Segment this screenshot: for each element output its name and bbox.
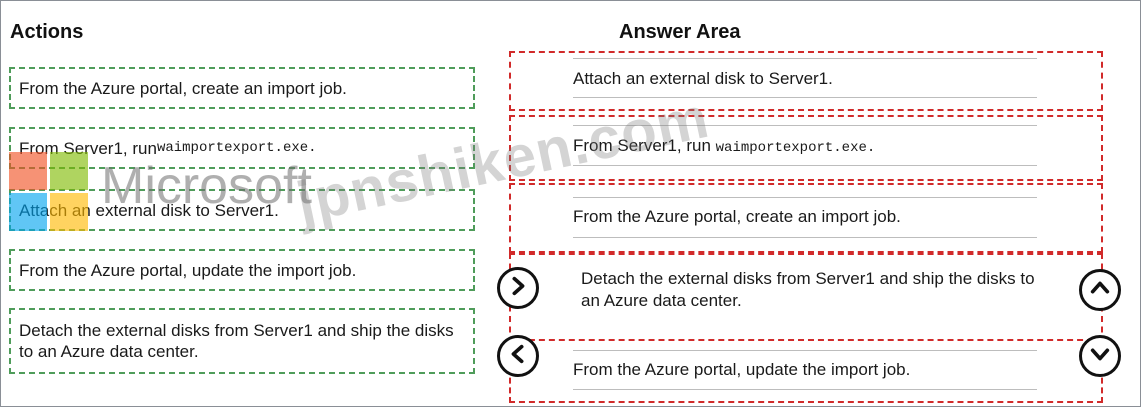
answer-item-create-import-job[interactable]: From the Azure portal, create an import … xyxy=(573,206,1043,228)
answer-item-text: From Server1, run xyxy=(573,136,716,155)
move-down-button[interactable] xyxy=(1079,335,1121,377)
answer-slot-3[interactable] xyxy=(509,183,1103,253)
action-item-text: From the Azure portal, create an import … xyxy=(19,78,347,98)
action-item-text: Attach an external disk to Server1. xyxy=(19,200,279,220)
answer-item-attach-disk[interactable]: Attach an external disk to Server1. xyxy=(573,68,1043,90)
action-item-text: Detach the external disks from Server1 a… xyxy=(19,321,454,361)
action-item-create-import-job[interactable]: From the Azure portal, create an import … xyxy=(9,67,475,109)
answer-item-text: From the Azure portal, create an import … xyxy=(573,207,901,226)
divider xyxy=(573,58,1037,59)
chevron-right-icon xyxy=(507,275,529,302)
action-item-attach-disk[interactable]: Attach an external disk to Server1. xyxy=(9,189,475,231)
divider xyxy=(573,350,1037,351)
divider xyxy=(573,125,1037,126)
answer-item-detach-and-ship[interactable]: Detach the external disks from Server1 a… xyxy=(581,268,1041,312)
move-right-button[interactable] xyxy=(497,267,539,309)
answer-item-run-waimportexport[interactable]: From Server1, run waimportexport.exe. xyxy=(573,135,1043,159)
answer-item-text: Attach an external disk to Server1. xyxy=(573,69,833,88)
answer-slot-4[interactable] xyxy=(509,253,1103,343)
answer-item-update-import-job[interactable]: From the Azure portal, update the import… xyxy=(573,359,1043,381)
chevron-up-icon xyxy=(1089,277,1111,304)
action-item-run-waimportexport[interactable]: From Server1, run waimportexport.exe. xyxy=(9,127,475,169)
divider xyxy=(573,389,1037,390)
action-item-detach-and-ship[interactable]: Detach the external disks from Server1 a… xyxy=(9,308,475,374)
chevron-down-icon xyxy=(1089,343,1111,370)
divider xyxy=(573,97,1037,98)
divider xyxy=(573,237,1037,238)
answer-area-heading: Answer Area xyxy=(619,21,741,43)
action-item-code: waimportexport.exe. xyxy=(156,139,317,156)
action-item-update-import-job[interactable]: From the Azure portal, update the import… xyxy=(9,249,475,291)
action-item-text: From Server1, run xyxy=(19,138,157,158)
action-item-text: From the Azure portal, update the import… xyxy=(19,260,357,280)
answer-item-text: Detach the external disks from Server1 a… xyxy=(581,269,1035,310)
answer-slot-5[interactable] xyxy=(509,339,1103,403)
move-up-button[interactable] xyxy=(1079,269,1121,311)
actions-heading: Actions xyxy=(10,21,84,43)
answer-slot-1[interactable] xyxy=(509,51,1103,111)
answer-slot-2[interactable] xyxy=(509,115,1103,181)
move-left-button[interactable] xyxy=(497,335,539,377)
divider xyxy=(573,197,1037,198)
chevron-left-icon xyxy=(507,343,529,370)
divider xyxy=(573,165,1037,166)
answer-item-code: waimportexport.exe. xyxy=(715,140,876,156)
answer-item-text: From the Azure portal, update the import… xyxy=(573,360,911,379)
